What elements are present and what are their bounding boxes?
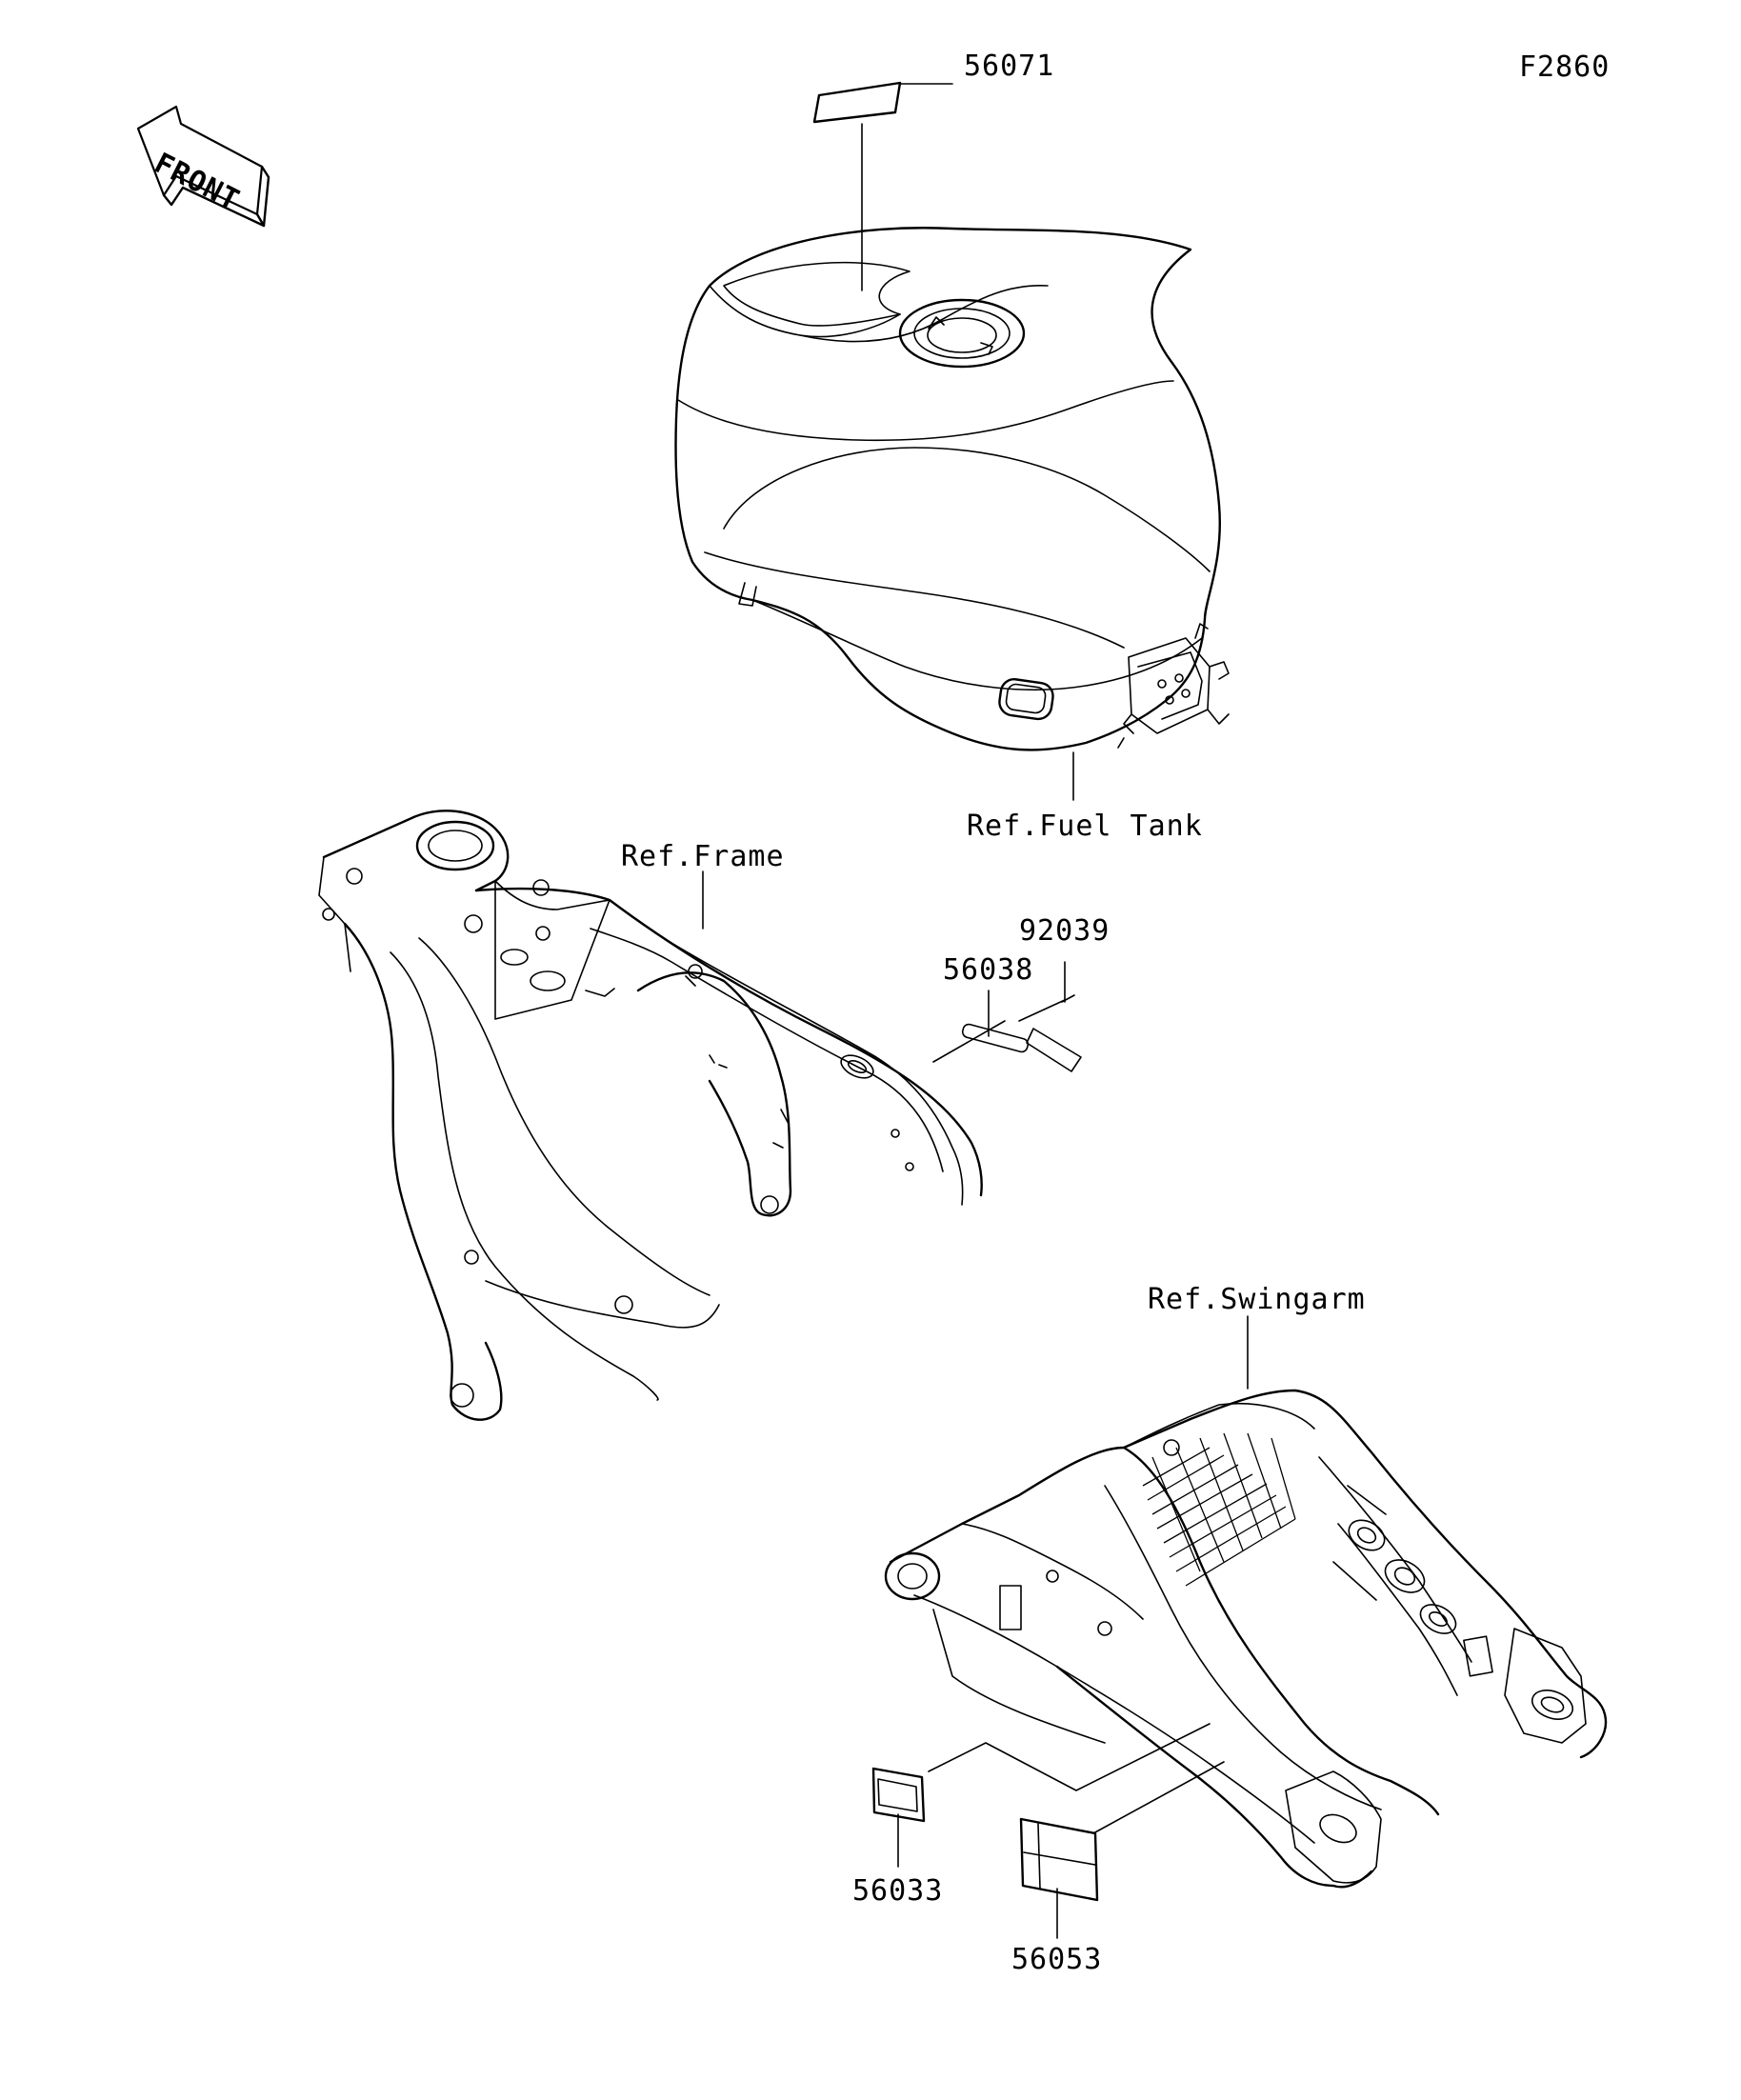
frame-illustration — [318, 810, 983, 1421]
ref-frame-label: Ref.Frame — [621, 840, 785, 873]
label-decals — [871, 1767, 1099, 1939]
part-number-56038: 56038 — [943, 953, 1033, 987]
swingarm-hatch — [1142, 1432, 1296, 1587]
part-number-56053: 56053 — [1011, 1943, 1102, 1976]
part-number-92039: 92039 — [1019, 914, 1110, 948]
reflector-and-screw-parts — [932, 961, 1082, 1072]
part-number-56071: 56071 — [964, 50, 1054, 83]
fuel-tank-illustration — [674, 81, 1230, 801]
part-number-56033: 56033 — [852, 1874, 943, 1908]
ref-fuel-tank-label: Ref.Fuel Tank — [967, 810, 1203, 843]
front-arrow-icon: FRONT — [136, 105, 270, 228]
ref-swingarm-label: Ref.Swingarm — [1148, 1283, 1366, 1316]
diagram-id: F2860 — [1519, 50, 1610, 84]
swingarm-illustration — [884, 1315, 1608, 1889]
